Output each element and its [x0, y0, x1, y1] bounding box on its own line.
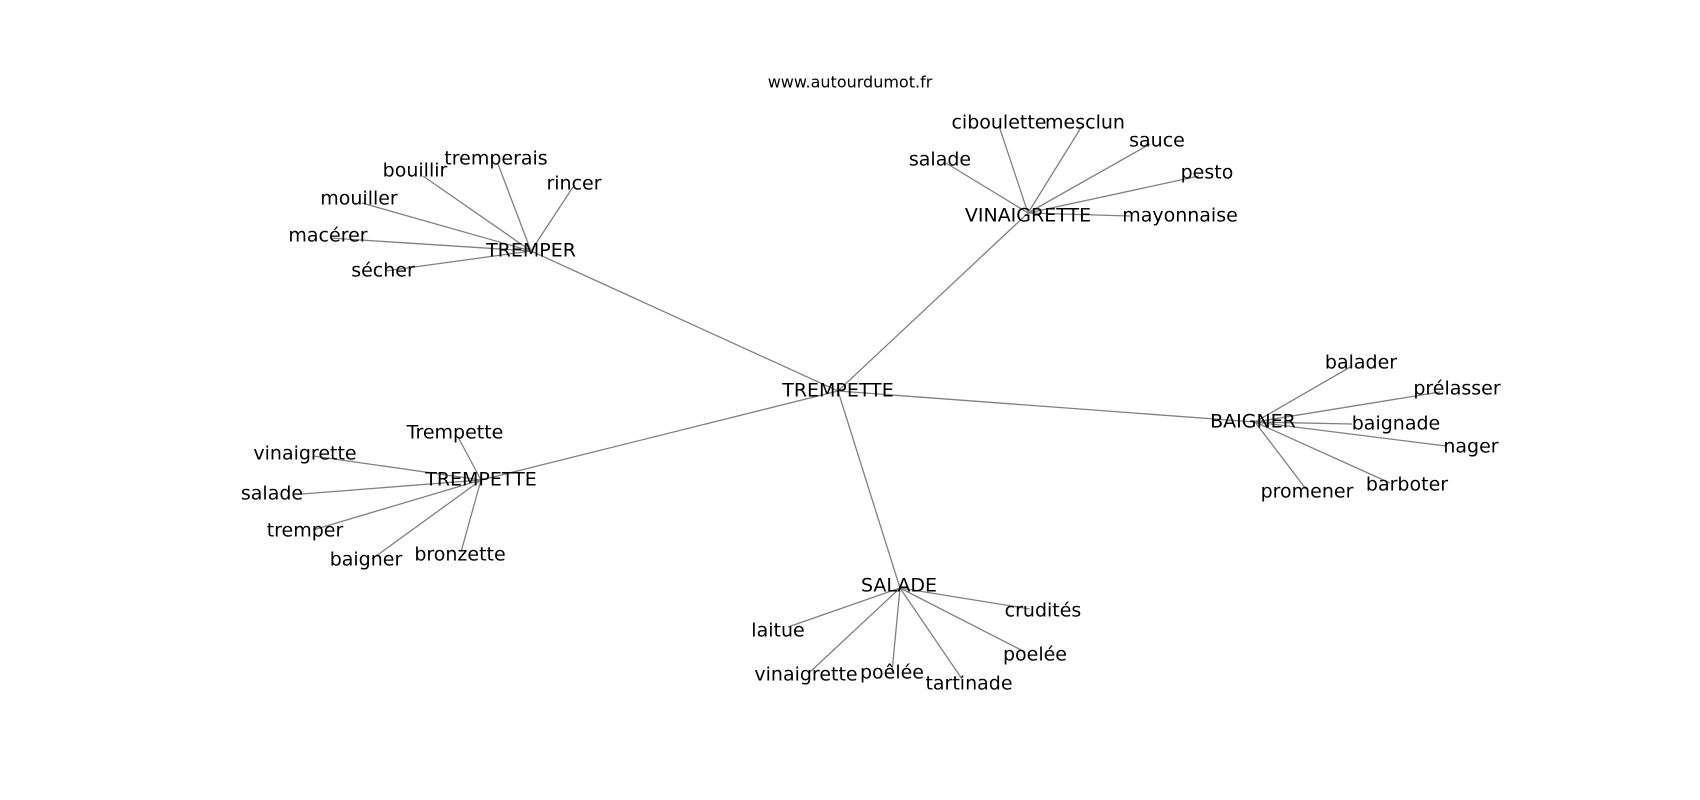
edge-tremper-leaf-5 — [384, 250, 532, 272]
leaf-node: barboter — [1366, 474, 1448, 496]
leaf-node: tartinade — [925, 673, 1012, 695]
hub-node-trempette: TREMPETTE — [424, 469, 537, 491]
leaf-node: mouiller — [320, 188, 398, 210]
edge-salade-leaf-0 — [899, 587, 1031, 610]
edge-salade-leaf-1 — [787, 587, 901, 628]
edge-vinaigrette-leaf-0 — [998, 125, 1029, 214]
edge-tremper-leaf-2 — [530, 186, 574, 252]
leaf-node: pesto — [1181, 162, 1234, 184]
edge-vinaigrette-leaf-1 — [1027, 125, 1083, 214]
leaf-node: mayonnaise — [1122, 205, 1238, 227]
hub-node-vinaigrette: VINAIGRETTE — [965, 205, 1091, 227]
hub-node-salade: SALADE — [861, 575, 937, 597]
edge-tremper-leaf-1 — [422, 175, 532, 252]
leaf-node: bouillir — [383, 160, 448, 182]
leaf-node: sauce — [1129, 130, 1185, 152]
edge-baigner-leaf-1 — [1254, 391, 1441, 423]
edge-trempette-leaf-0 — [457, 436, 482, 481]
leaf-node: promener — [1261, 481, 1354, 503]
edge-baigner-leaf-2 — [1254, 421, 1353, 425]
source-url: www.autourdumot.fr — [768, 73, 933, 92]
leaf-node: poelée — [1003, 644, 1067, 666]
edge-baigner-leaf-0 — [1254, 365, 1353, 423]
leaf-node: salade — [909, 149, 971, 171]
leaf-node: Trempette — [406, 422, 504, 444]
leaf-node: tremperais — [444, 148, 547, 170]
edge-tremper-leaf-4 — [329, 237, 532, 252]
hub-node-baigner: BAIGNER — [1210, 411, 1296, 433]
edge-baigner-leaf-5 — [1254, 421, 1307, 490]
leaf-node: sécher — [351, 260, 415, 282]
edge-salade-leaf-4 — [891, 587, 901, 673]
edge-salade-leaf-5 — [899, 587, 963, 680]
leaf-node: prélasser — [1413, 378, 1501, 400]
leaf-node: mesclun — [1045, 112, 1125, 134]
graph-edges — [301, 125, 1447, 680]
leaf-node: baignade — [1352, 413, 1440, 435]
leaf-node: vinaigrette — [253, 443, 356, 465]
leaf-node: nager — [1443, 436, 1498, 458]
edge-baigner-leaf-4 — [1254, 421, 1391, 484]
leaf-node: laitue — [751, 620, 804, 642]
leaf-node: balader — [1325, 352, 1397, 374]
edge-tremper-leaf-3 — [361, 202, 532, 252]
edge-vinaigrette-leaf-5 — [1027, 212, 1131, 217]
edge-salade-leaf-3 — [809, 587, 901, 673]
edge-trempette-leaf-4 — [371, 479, 482, 560]
edge-center-tremper — [530, 250, 839, 392]
leaf-node: bronzette — [414, 544, 505, 566]
edge-trempette-leaf-2 — [301, 479, 482, 495]
edge-center-salade — [837, 390, 901, 589]
edge-vinaigrette-leaf-2 — [1027, 143, 1151, 214]
leaf-node: crudités — [1005, 600, 1082, 622]
edge-vinaigrette-leaf-3 — [945, 162, 1029, 214]
edge-trempette-leaf-3 — [312, 479, 482, 531]
graph-labels: www.autourdumot.fr TREMPETTE TREMPER trem… — [241, 73, 1501, 695]
edge-center-trempette — [480, 390, 839, 481]
leaf-node: salade — [241, 483, 303, 505]
leaf-node: rincer — [546, 173, 601, 195]
edge-trempette-leaf-1 — [312, 455, 482, 481]
edge-center-vinaigrette — [837, 212, 1029, 392]
center-node: TREMPETTE — [781, 380, 894, 402]
edge-trempette-leaf-5 — [460, 479, 482, 553]
leaf-node: macérer — [288, 225, 367, 247]
leaf-node: vinaigrette — [754, 664, 857, 686]
leaf-node: poêlée — [860, 662, 924, 684]
edge-salade-leaf-2 — [899, 587, 1026, 653]
leaf-node: baigner — [330, 549, 403, 571]
hub-node-tremper: TREMPER — [485, 240, 576, 262]
edge-center-baigner — [837, 390, 1256, 423]
edge-baigner-leaf-3 — [1254, 421, 1447, 447]
leaf-node: tremper — [267, 520, 344, 542]
leaf-node: ciboulette — [951, 112, 1046, 134]
edge-vinaigrette-leaf-4 — [1027, 175, 1200, 214]
edge-tremper-leaf-0 — [497, 163, 532, 252]
